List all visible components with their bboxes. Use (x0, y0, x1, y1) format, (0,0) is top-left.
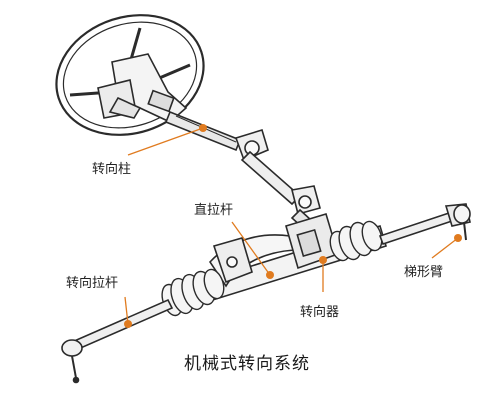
label-steering-arm: 梯形臂 (404, 265, 444, 280)
leader-steering-column (127, 127, 204, 156)
label-steering-column: 转向柱 (92, 162, 132, 177)
dot-steering-column (199, 124, 207, 132)
leader-steering-arm (431, 237, 459, 259)
intermediate-shaft (234, 128, 324, 240)
dot-drag-link (266, 271, 274, 279)
leader-tie-rod (124, 296, 129, 325)
right-tie-rod (378, 203, 471, 246)
left-bellows (161, 268, 225, 317)
dot-tie-rod (124, 320, 132, 328)
dot-steering-arm (454, 234, 462, 242)
steering-column (97, 53, 242, 152)
right-bellows (329, 220, 383, 262)
leader-drag-link (231, 221, 271, 276)
marker-dots (124, 124, 462, 328)
label-tie-rod: 转向拉杆 (66, 276, 119, 291)
label-drag-link: 直拉杆 (194, 203, 234, 218)
dot-steering-gear (319, 256, 327, 264)
diagram-caption: 机械式转向系统 (184, 354, 310, 374)
label-steering-gear: 转向器 (300, 305, 340, 320)
left-tie-rod (61, 298, 174, 384)
leader-lines (124, 127, 459, 325)
